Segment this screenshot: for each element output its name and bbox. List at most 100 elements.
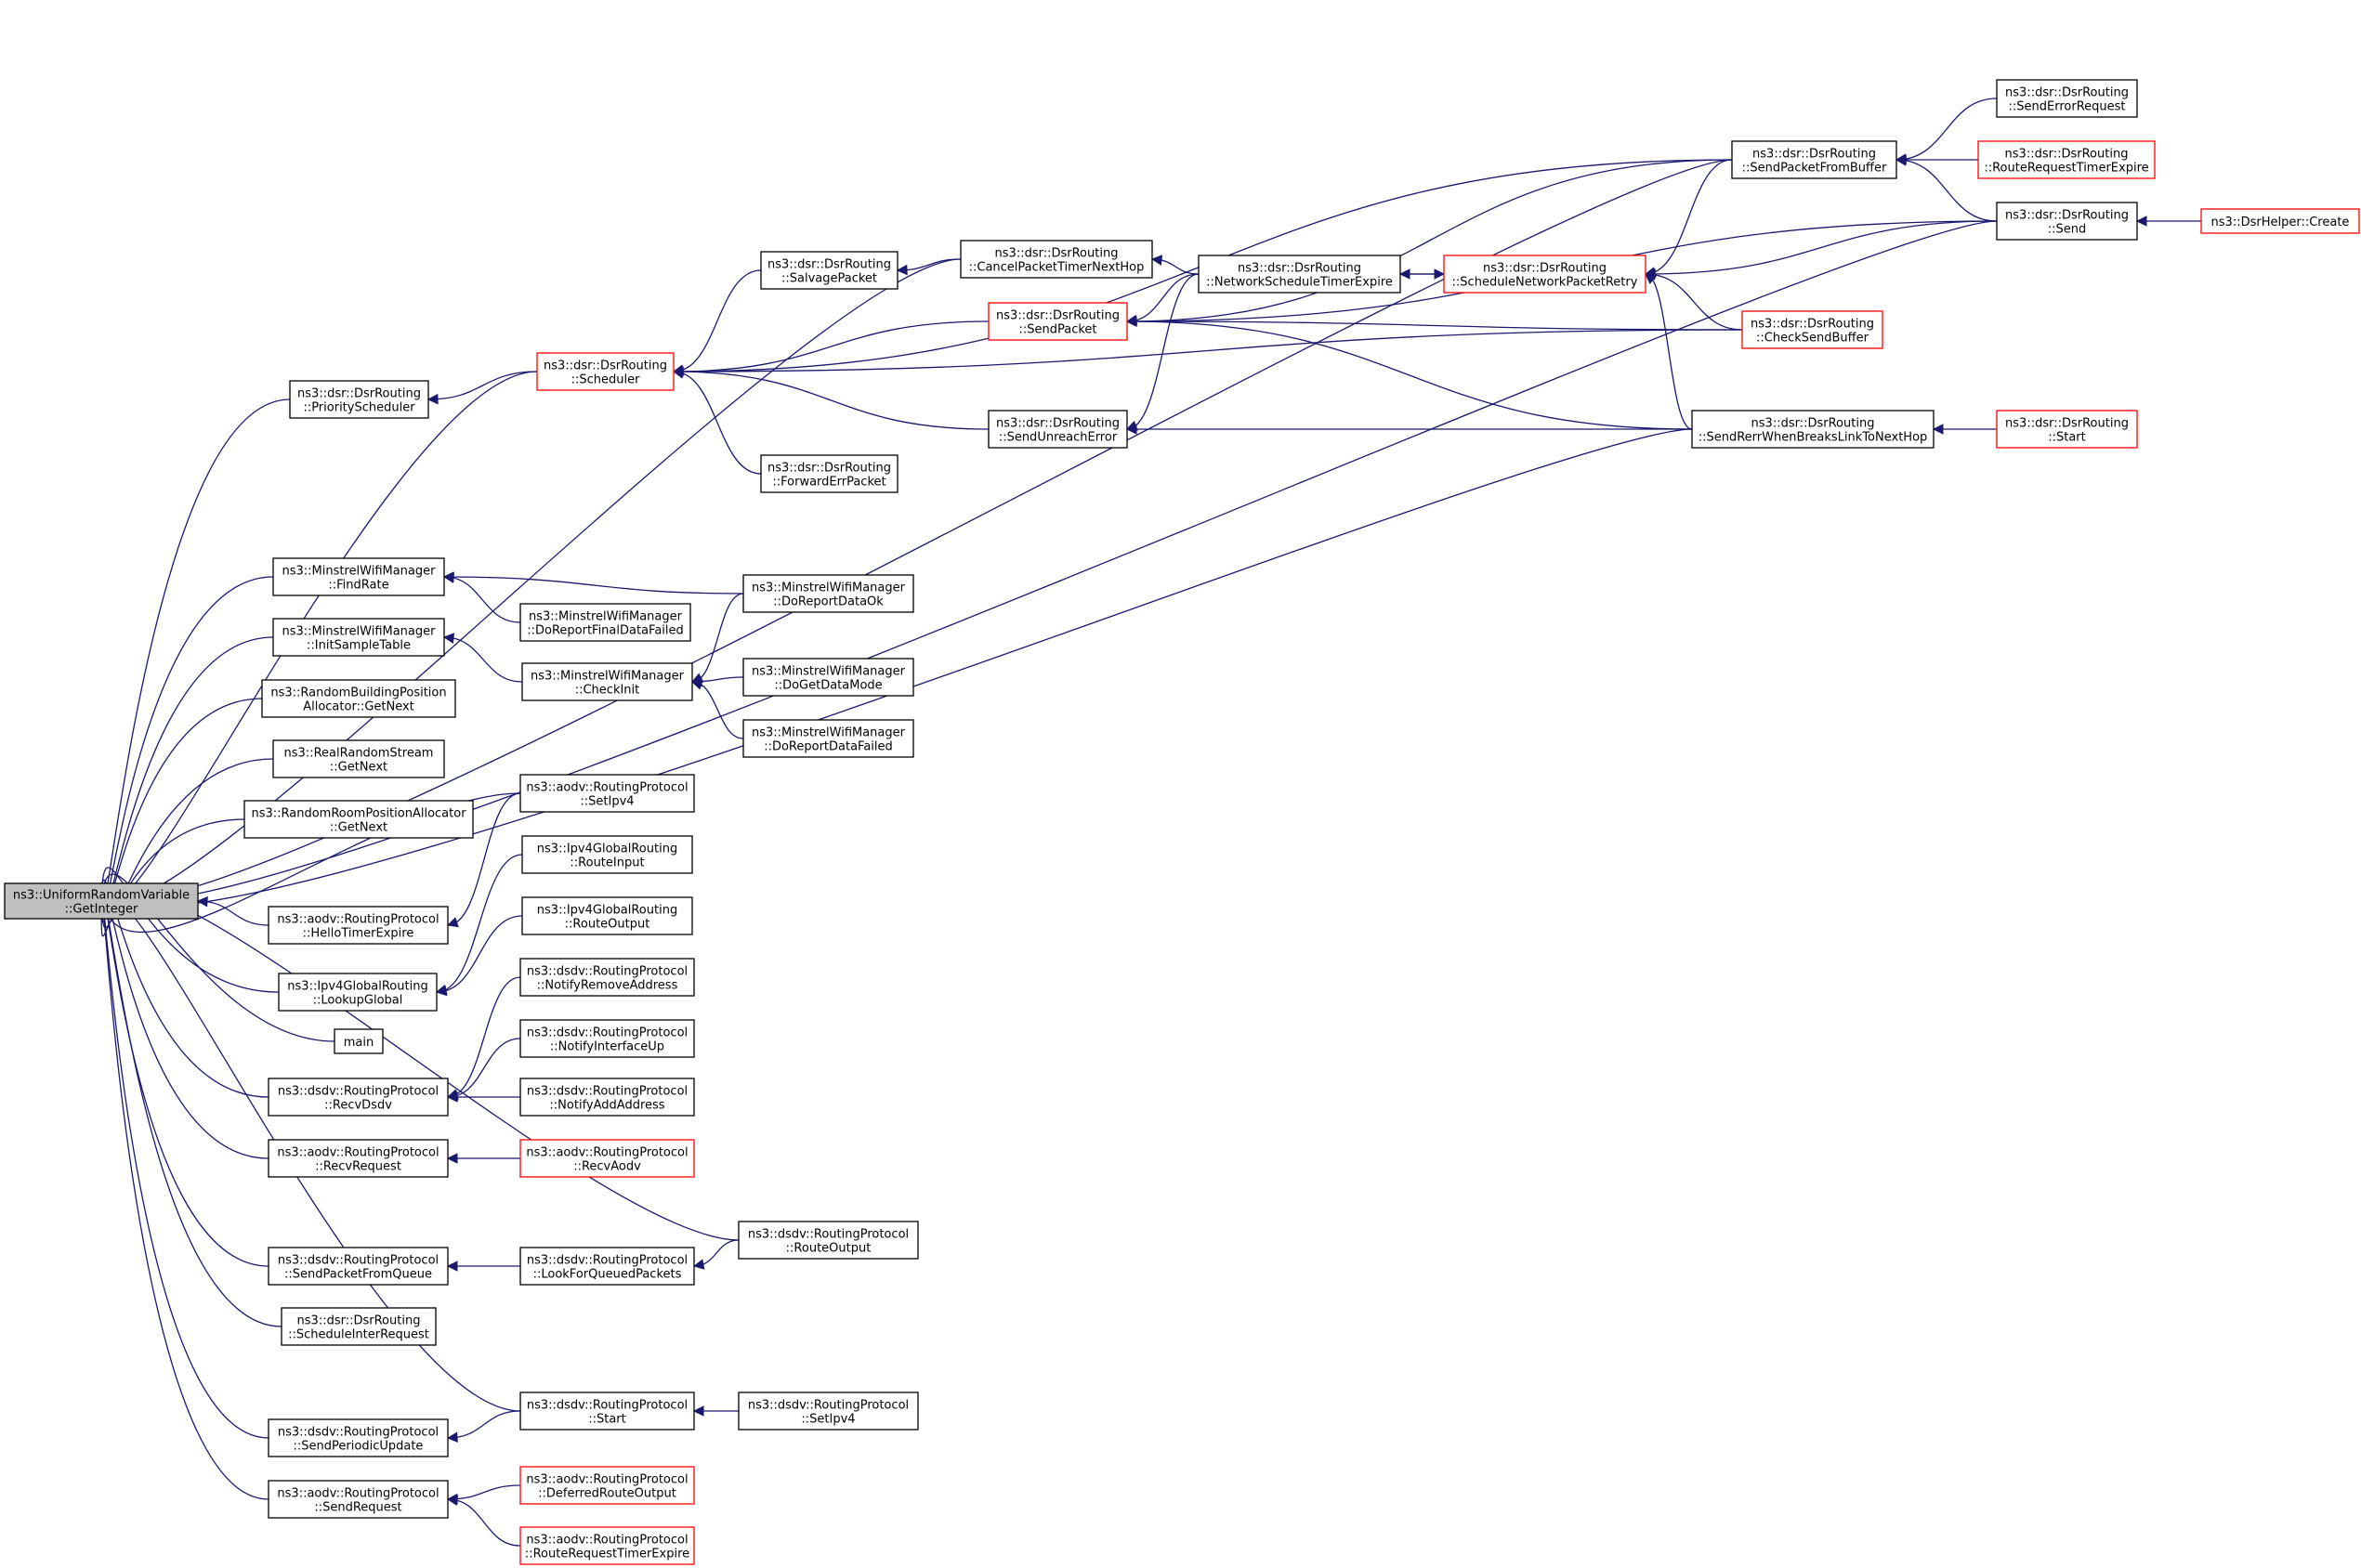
node-label: ::SendPacket [1018, 323, 1096, 337]
node-send[interactable]: ns3::dsr::DsrRouting::Send [1996, 202, 2138, 241]
node-reportok[interactable]: ns3::MinstrelWifiManager::DoReportDataOk [742, 574, 914, 613]
node-label: ns3::dsdv::RoutingProtocol [748, 1228, 909, 1242]
node-salvage[interactable]: ns3::dsr::DsrRouting::SalvagePacket [760, 251, 898, 290]
node-findrate[interactable]: ns3::MinstrelWifiManager::FindRate [272, 557, 445, 596]
call-edge [1644, 220, 1998, 280]
node-sched[interactable]: ns3::dsr::DsrRouting::Scheduler [536, 352, 675, 391]
node-label: ::SetIpv4 [801, 1413, 855, 1427]
node-notifyremove[interactable]: ns3::dsdv::RoutingProtocol::NotifyRemove… [519, 958, 695, 997]
node-rbpa[interactable]: ns3::RandomBuildingPositionAllocator::Ge… [261, 679, 456, 718]
node-rrs[interactable]: ns3::RealRandomStream::GetNext [272, 739, 445, 778]
node-box [4, 882, 199, 920]
node-label: ::DoGetDataMode [774, 679, 882, 693]
node-rrpa[interactable]: ns3::RandomRoomPositionAllocator::GetNex… [243, 800, 474, 839]
node-label: ns3::aodv::RoutingProtocol [526, 781, 688, 795]
node-label: ns3::dsr::DsrRouting [767, 258, 891, 272]
node-srwb[interactable]: ns3::dsr::DsrRouting::SendRerrWhenBreaks… [1691, 410, 1935, 449]
node-box [268, 1139, 449, 1178]
node-prio[interactable]: ns3::dsr::DsrRouting::PriorityScheduler [289, 380, 429, 419]
node-label: ::GetNext [330, 761, 387, 775]
node-label: ::NotifyRemoveAddress [537, 979, 678, 993]
node-root[interactable]: ns3::UniformRandomVariable::GetInteger [4, 882, 199, 920]
edge-line [1126, 273, 1200, 430]
node-sir[interactable]: ns3::dsr::DsrRouting::ScheduleInterReque… [281, 1307, 437, 1346]
node-rrte2[interactable]: ns3::aodv::RoutingProtocol::RouteRequest… [519, 1526, 695, 1565]
node-hello[interactable]: ns3::aodv::RoutingProtocol::HelloTimerEx… [268, 906, 449, 945]
node-checkinit[interactable]: ns3::MinstrelWifiManager::CheckInit [521, 662, 693, 701]
node-label: ::CancelPacketTimerNextHop [969, 261, 1145, 275]
node-dsdvstart[interactable]: ns3::dsdv::RoutingProtocol::Start [519, 1392, 695, 1431]
node-label: ::SetIpv4 [580, 795, 634, 809]
node-box [519, 774, 695, 813]
node-routeoutput[interactable]: ns3::Ipv4GlobalRouting::RouteOutput [521, 896, 693, 935]
arrowhead-icon [446, 1091, 458, 1103]
node-recvrequest[interactable]: ns3::aodv::RoutingProtocol::RecvRequest [268, 1139, 449, 1178]
arrowhead-icon [446, 1495, 459, 1507]
node-cancelpkt[interactable]: ns3::dsr::DsrRouting::CancelPacketTimerN… [960, 240, 1153, 279]
node-box [742, 574, 914, 613]
node-netsched[interactable]: ns3::dsr::DsrRouting::NetworkScheduleTim… [1198, 255, 1401, 294]
edge-line [447, 976, 521, 1098]
node-spfb[interactable]: ns3::dsr::DsrRouting::SendPacketFromBuff… [1731, 140, 1897, 179]
edge-line [1895, 98, 1998, 161]
node-spu[interactable]: ns3::dsdv::RoutingProtocol::SendPeriodic… [268, 1418, 449, 1457]
node-rrte[interactable]: ns3::dsr::DsrRouting::RouteRequestTimerE… [1977, 140, 2156, 179]
node-notifyup[interactable]: ns3::dsdv::RoutingProtocol::NotifyInterf… [519, 1019, 695, 1058]
node-sendunreach[interactable]: ns3::dsr::DsrRouting::SendUnreachError [988, 410, 1128, 449]
call-edge [1644, 159, 1733, 278]
node-fwderr[interactable]: ns3::dsr::DsrRouting::ForwardErrPacket [760, 454, 898, 493]
node-label: ns3::aodv::RoutingProtocol [526, 1534, 688, 1548]
call-edge [672, 366, 990, 430]
node-reportfailed[interactable]: ns3::MinstrelWifiManager::DoReportDataFa… [742, 719, 914, 758]
node-label: ::ForwardErrPacket [772, 476, 885, 490]
call-edge [1895, 154, 1978, 165]
call-edge [446, 1153, 520, 1164]
call-edge [692, 1239, 740, 1270]
node-dsdvsetipv4[interactable]: ns3::dsdv::RoutingProtocol::SetIpv4 [738, 1392, 919, 1431]
node-checksb[interactable]: ns3::dsr::DsrRouting::CheckSendBuffer [1741, 310, 1883, 349]
arrowhead-icon [446, 917, 459, 928]
node-notifyadd[interactable]: ns3::dsdv::RoutingProtocol::NotifyAddAdd… [519, 1078, 695, 1117]
call-edge [672, 368, 762, 475]
node-label: ns3::MinstrelWifiManager [282, 625, 436, 639]
node-main[interactable]: main [334, 1028, 384, 1054]
edge-line [100, 897, 269, 1500]
node-label: ns3::dsr::DsrRouting [544, 359, 667, 373]
node-label: ns3::MinstrelWifiManager [752, 726, 906, 740]
node-dro[interactable]: ns3::aodv::RoutingProtocol::DeferredRout… [519, 1466, 695, 1505]
node-box [1996, 410, 2138, 449]
node-aodvsetipv4[interactable]: ns3::aodv::RoutingProtocol::SetIpv4 [519, 774, 695, 813]
arrowhead-icon [1125, 316, 1137, 327]
node-box [1691, 410, 1935, 449]
arrowhead-icon [442, 633, 455, 644]
node-lfqp[interactable]: ns3::dsdv::RoutingProtocol::LookForQueue… [519, 1247, 695, 1286]
edge-line [100, 576, 274, 914]
node-box [2200, 208, 2360, 234]
node-recvdsdv[interactable]: ns3::dsdv::RoutingProtocol::RecvDsdv [268, 1078, 449, 1117]
arrowhead-icon [1150, 255, 1163, 266]
node-box [1731, 140, 1897, 179]
call-edge [1645, 273, 1693, 430]
node-recvaodv[interactable]: ns3::aodv::RoutingProtocol::RecvAodv [519, 1139, 695, 1178]
node-sendpacket[interactable]: ns3::dsr::DsrRouting::SendPacket [988, 302, 1128, 341]
node-lookupglobal[interactable]: ns3::Ipv4GlobalRouting::LookupGlobal [278, 973, 438, 1012]
node-sendrequest[interactable]: ns3::aodv::RoutingProtocol::SendRequest [268, 1480, 449, 1519]
node-reportfinal[interactable]: ns3::MinstrelWifiManager::DoReportFinalD… [519, 603, 691, 642]
node-label: ns3::dsdv::RoutingProtocol [527, 1254, 688, 1268]
node-label: ::GetNext [330, 821, 387, 835]
node-getdatamode[interactable]: ns3::MinstrelWifiManager::DoGetDataMode [742, 658, 914, 697]
arrowhead-icon [896, 264, 908, 276]
node-schednet[interactable]: ns3::dsr::DsrRouting::ScheduleNetworkPac… [1443, 255, 1646, 294]
node-create[interactable]: ns3::DsrHelper::Create [2200, 208, 2360, 234]
call-edge [690, 593, 744, 684]
node-routeinput[interactable]: ns3::Ipv4GlobalRouting::RouteInput [521, 835, 693, 874]
node-dsdvrouteoutput[interactable]: ns3::dsdv::RoutingProtocol::RouteOutput [738, 1221, 919, 1260]
node-senderrreq[interactable]: ns3::dsr::DsrRouting::SendErrorRequest [1996, 79, 2138, 118]
node-label: ::RouteOutput [786, 1242, 872, 1256]
node-initsample[interactable]: ns3::MinstrelWifiManager::InitSampleTabl… [272, 618, 445, 657]
node-box [268, 1078, 449, 1117]
node-dsrstart[interactable]: ns3::dsr::DsrRouting::Start [1996, 410, 2138, 449]
node-spfq[interactable]: ns3::dsdv::RoutingProtocol::SendPacketFr… [268, 1247, 449, 1286]
node-box [960, 240, 1153, 279]
